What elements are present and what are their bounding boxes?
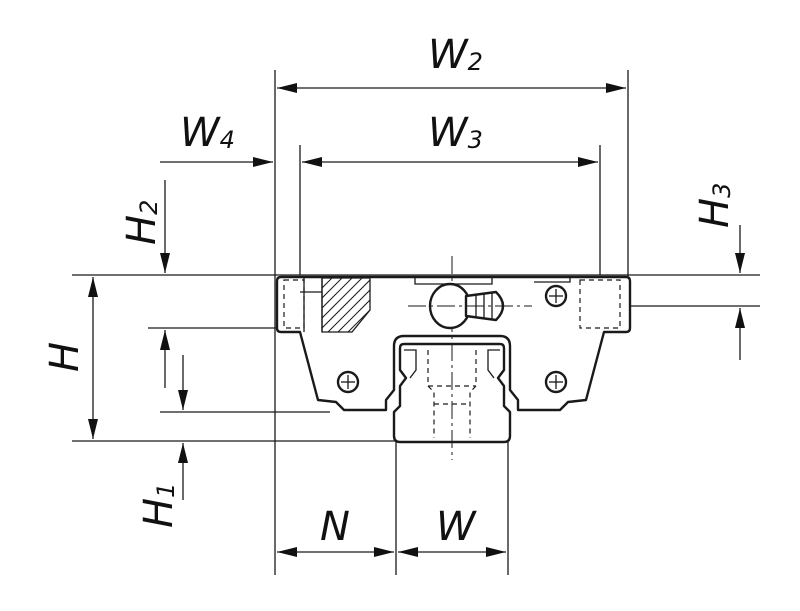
dimension-labels: W2 W3 W4 N W H2 H3 H H1	[42, 32, 738, 550]
label-h1: H1	[136, 483, 182, 528]
label-h: H	[42, 342, 88, 372]
label-n: N	[320, 504, 350, 550]
label-w3: W3	[428, 110, 483, 156]
label-h3: H3	[692, 183, 738, 228]
label-w2: W2	[428, 32, 483, 78]
carriage-block	[275, 275, 632, 412]
screw-bottom-left	[336, 370, 360, 394]
label-h2: H2	[119, 200, 165, 245]
dimension-lines	[88, 83, 745, 557]
label-w4: W4	[180, 110, 235, 156]
label-w: W	[436, 504, 477, 550]
extension-lines	[72, 70, 760, 575]
grease-nipple	[408, 282, 532, 330]
screw-bottom-right	[544, 370, 568, 394]
section-hatching	[322, 278, 370, 332]
right-mounting-hole	[579, 279, 621, 329]
screws	[336, 284, 568, 394]
left-mounting-hole	[283, 279, 305, 329]
guide-rail	[392, 256, 512, 460]
screw-top-right	[544, 284, 568, 308]
